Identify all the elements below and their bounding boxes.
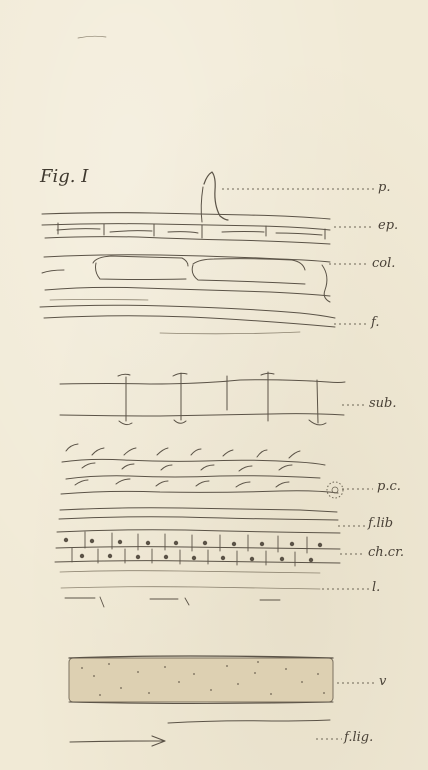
label-f: f. <box>371 316 379 329</box>
collenchyma-cell <box>193 259 305 270</box>
epidermis-cell-wall <box>276 233 322 235</box>
pc-line <box>61 491 338 494</box>
pc-crystal <box>327 482 343 498</box>
chcr-top <box>57 530 340 533</box>
figure-title: Fig. I <box>40 168 88 186</box>
label-l: l. <box>372 581 380 594</box>
sub-cell-corners <box>118 373 274 376</box>
pc-line <box>62 459 325 465</box>
flig-arrow-line <box>70 741 165 742</box>
lower-line <box>61 587 320 589</box>
collenchyma-cell <box>93 256 188 266</box>
sub-bottom-line <box>60 414 344 416</box>
sub-top-line <box>60 380 345 384</box>
pc-crystal-core <box>332 487 338 493</box>
epidermis-cell-wall <box>57 229 100 230</box>
chcr-mid <box>56 547 340 549</box>
epidermis-cell-wall <box>168 232 198 233</box>
fibre-line-faint <box>160 332 300 334</box>
pc-top-arcs <box>66 444 300 458</box>
collenchyma-mid <box>44 255 330 262</box>
collenchyma-cell-lower <box>96 263 187 280</box>
label-pc: p.c. <box>377 480 401 493</box>
pc-line <box>66 476 320 479</box>
collenchyma-left-cell <box>42 270 64 273</box>
label-chcr: ch.cr. <box>368 546 404 559</box>
epidermis-top <box>42 213 330 219</box>
crystal-cells <box>64 538 322 562</box>
label-flib: f.lib <box>368 517 393 530</box>
label-p: p. <box>378 181 390 194</box>
lower-cell-walls <box>65 597 280 607</box>
epidermis-cell-wall <box>222 232 264 233</box>
pc-mid-arcs <box>82 463 292 471</box>
flig-line <box>168 720 330 723</box>
label-v: v <box>379 675 386 688</box>
top-mark <box>78 36 106 38</box>
label-sub: sub. <box>369 397 397 410</box>
collenchyma-right-wall <box>322 265 330 302</box>
epidermis-cell-wall <box>110 231 152 232</box>
label-ep: ep. <box>378 219 398 232</box>
fibre-line-faint <box>50 300 148 301</box>
hair-projection <box>204 172 228 220</box>
label-flig: f.lig. <box>344 731 373 744</box>
flib-line <box>59 517 338 520</box>
lower-line <box>60 571 320 573</box>
pc-line <box>60 508 337 512</box>
chcr-walls-lower <box>72 548 295 566</box>
collenchyma-cell-lower <box>192 265 305 284</box>
label-col: col. <box>372 257 395 270</box>
collenchyma-bottom <box>45 287 330 296</box>
sub-cell-corners <box>119 420 326 425</box>
collenchyma-top <box>45 237 330 244</box>
hair-base <box>201 187 203 222</box>
pc-lower-arcs <box>75 479 289 487</box>
fibre-line <box>44 316 335 327</box>
